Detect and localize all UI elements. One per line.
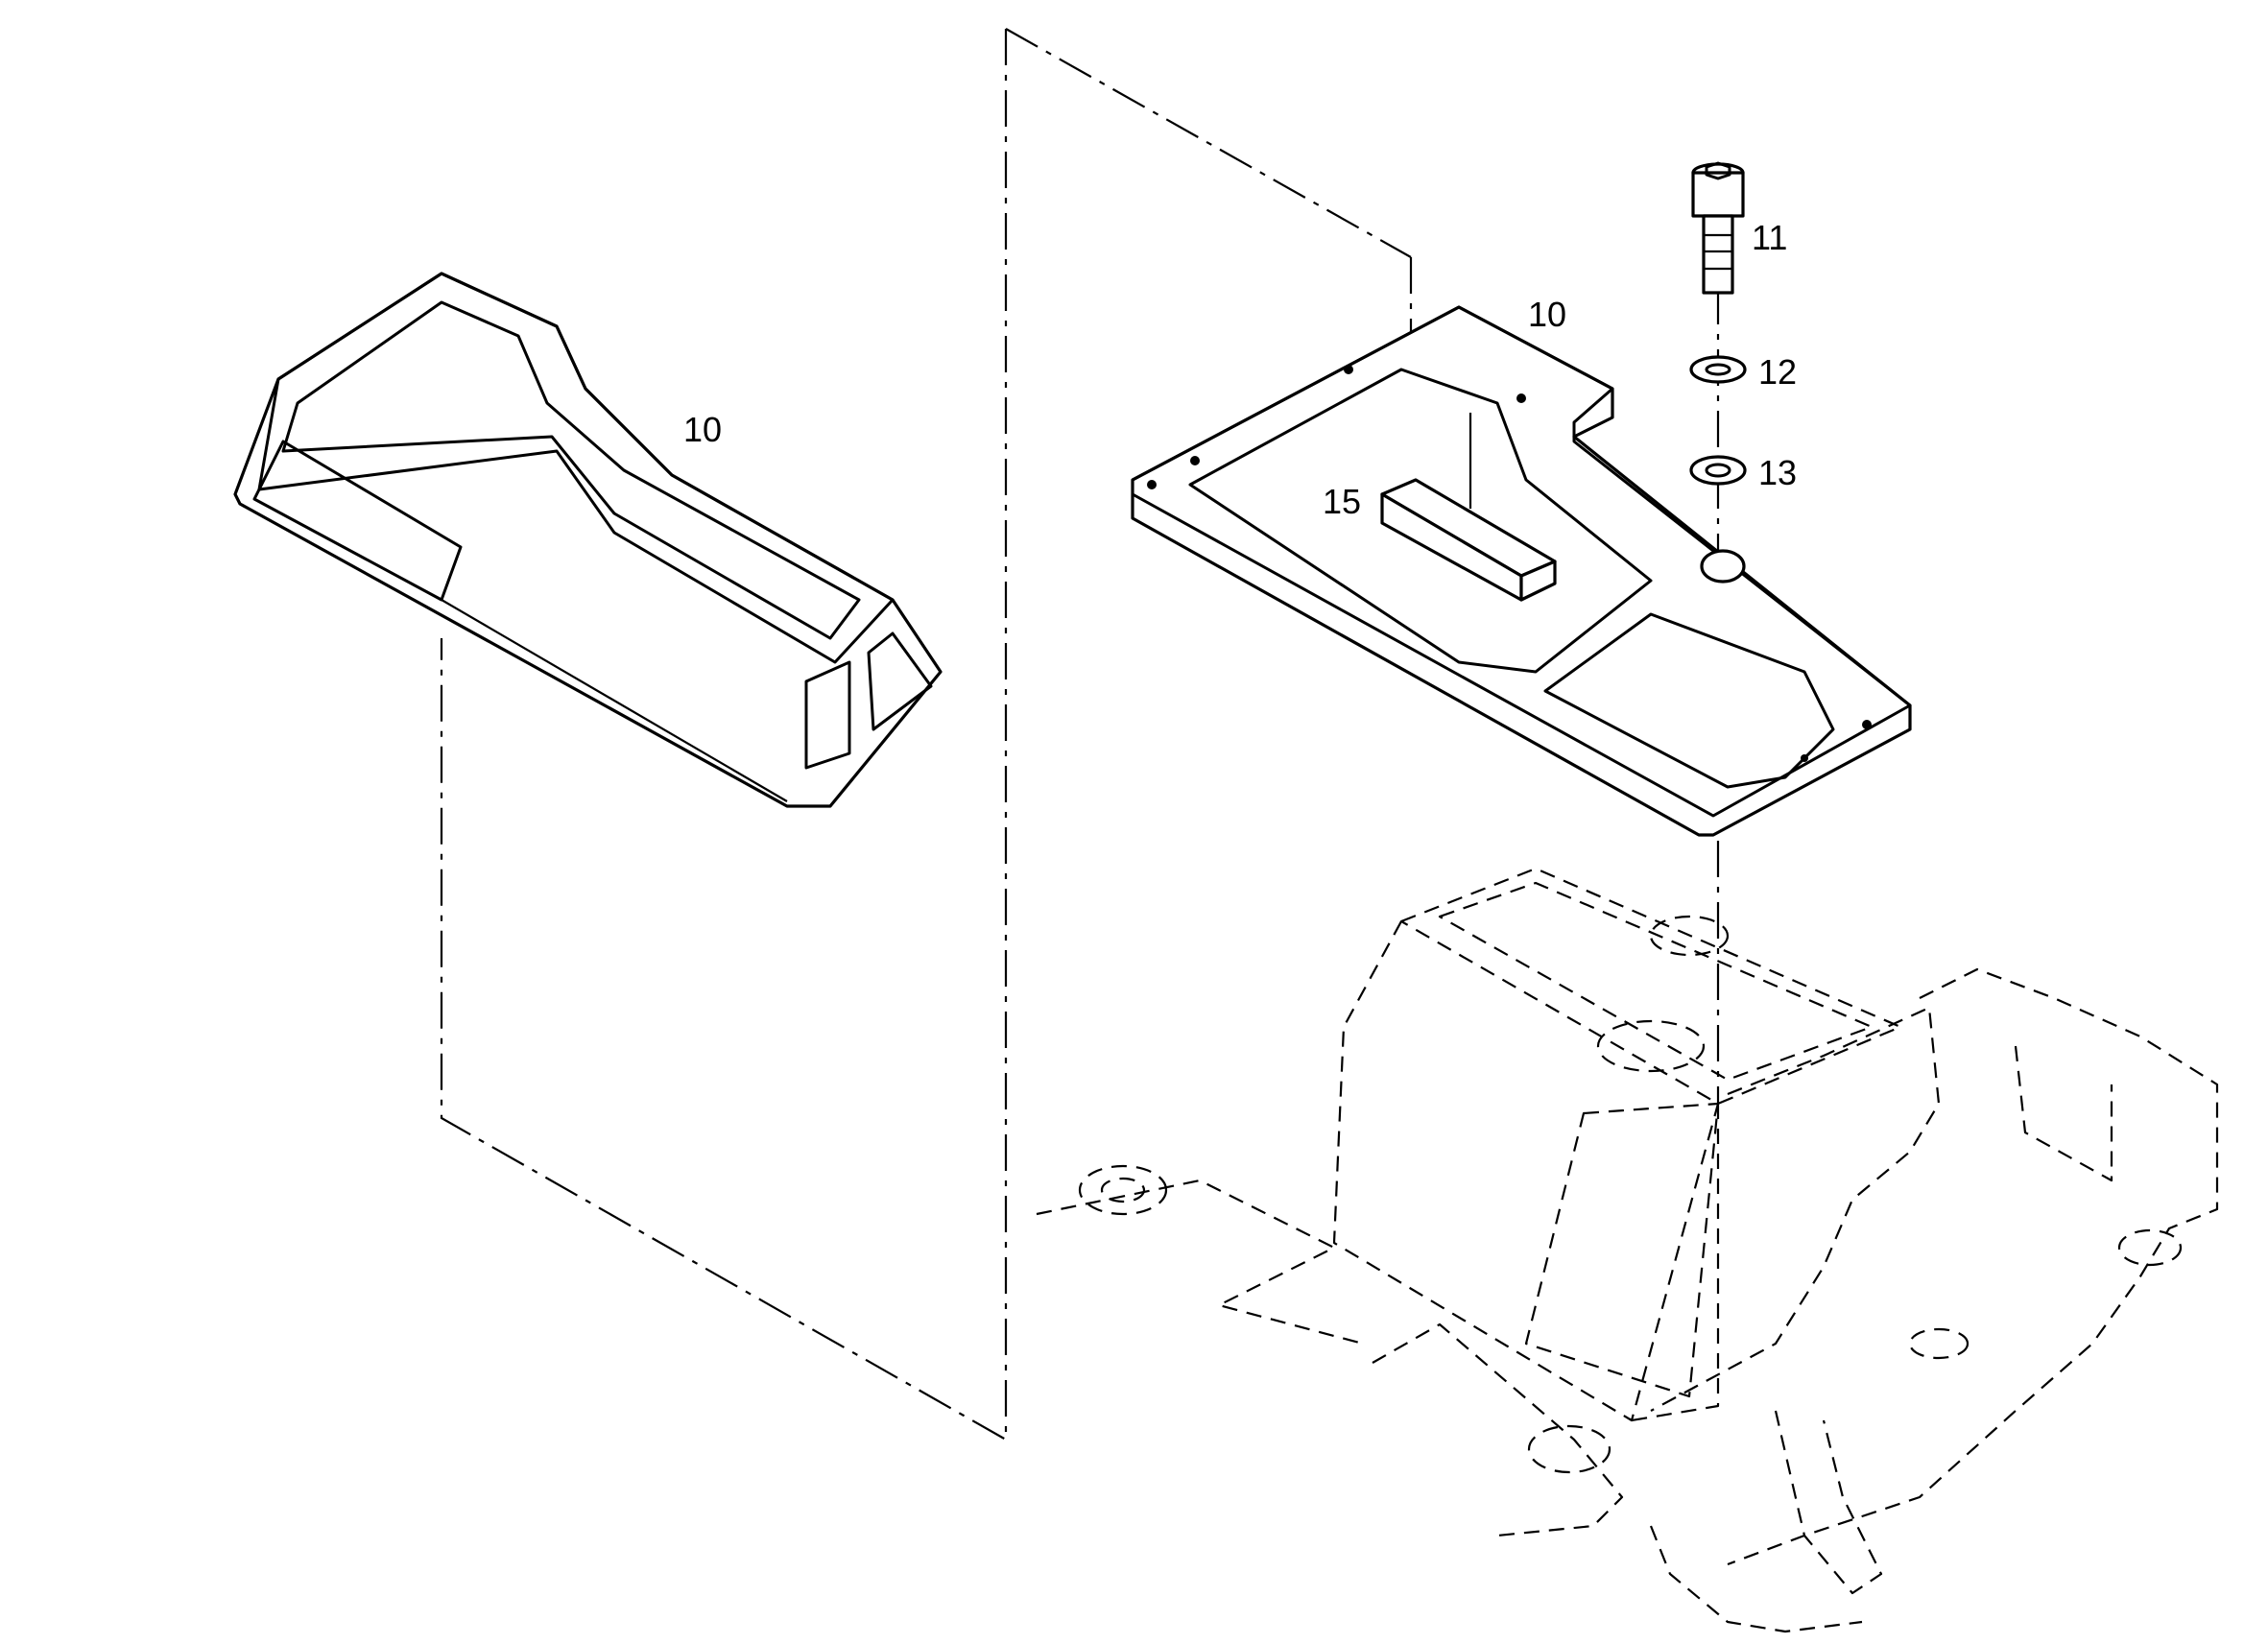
mounting-plate-hole-5 [1862,720,1872,729]
callout-spacer-block: 15 [1323,482,1361,521]
mounting-plate-hole-4 [1516,393,1526,403]
spacer-block [1380,478,1557,602]
spacer-block-end [1519,560,1557,602]
mounting-plate-hole-6 [1801,754,1808,762]
callout-cap-screw: 11 [1752,218,1787,257]
console-box-cutout-right [1596,1019,1706,1073]
cap-screw-hex-socket [1705,161,1731,180]
console-box-panel [1524,1102,1720,1398]
axis-line-top [1005,28,1412,258]
frame-bracket-mount [2014,1045,2113,1182]
washer-upper [1689,355,1747,384]
mounting-plate-top-face [1131,305,1912,818]
console-cover-end-window-left [804,660,851,770]
cab-frame-phantom [1036,867,2219,1633]
frame-rail-bottom [1372,1322,1624,1537]
cap-screw [1691,161,1745,295]
console-cover [233,272,943,808]
cap-screw-head [1691,171,1745,218]
console-cover-end-window-right [867,631,933,731]
mounting-plate-hole-2 [1190,456,1200,465]
callout-labels: 10 10 11 12 13 15 [683,218,1797,521]
washer-lower-outer [1689,455,1747,486]
mounting-plate-recess-side [1543,612,1835,789]
console-box-cutout-left [1649,915,1730,957]
cap-screw-shank [1702,214,1734,295]
frame-rail-right [1650,1006,1941,1412]
frame-boss-mid [1908,1327,1970,1360]
mounting-plate-recess-main [1188,368,1653,674]
washer-lower [1689,455,1747,486]
frame-foot [1649,1525,1863,1633]
washer-lower-hole [1705,463,1731,478]
callout-mounting-plate: 10 [1528,295,1566,334]
console-box-front [1332,920,1720,1422]
mounting-plate-hole-1 [1147,480,1157,489]
console-cover-top-rim [257,272,895,664]
console-box-top [1399,867,1902,1106]
frame-rail-lower [1036,1179,1364,1346]
frame-boss-bottom [1527,1424,1611,1474]
console-cover-opening [281,300,861,640]
frame-bracket-right [1727,967,2219,1566]
console-cover-side-window [252,440,463,602]
mounting-plate-hole-3 [1344,365,1353,374]
console-cover-outer [233,272,943,808]
pedal-bracket [1774,1410,1883,1595]
callout-console-cover: 10 [683,410,722,449]
callout-washer-lower: 13 [1758,453,1797,492]
axis-line-left [440,29,1008,1441]
console-box-opening [1438,881,1874,1082]
frame-boss-left-inner [1100,1177,1146,1203]
callout-washer-upper: 12 [1758,352,1797,392]
frame-boss-right [2117,1228,2183,1267]
console-cover-front-edge [441,599,788,802]
mounting-plate-boss [1700,549,1746,584]
washer-upper-outer [1689,355,1747,384]
frame-boss-left [1078,1164,1168,1216]
console-box-right [1631,1104,1720,1422]
washer-upper-hole [1705,363,1731,376]
